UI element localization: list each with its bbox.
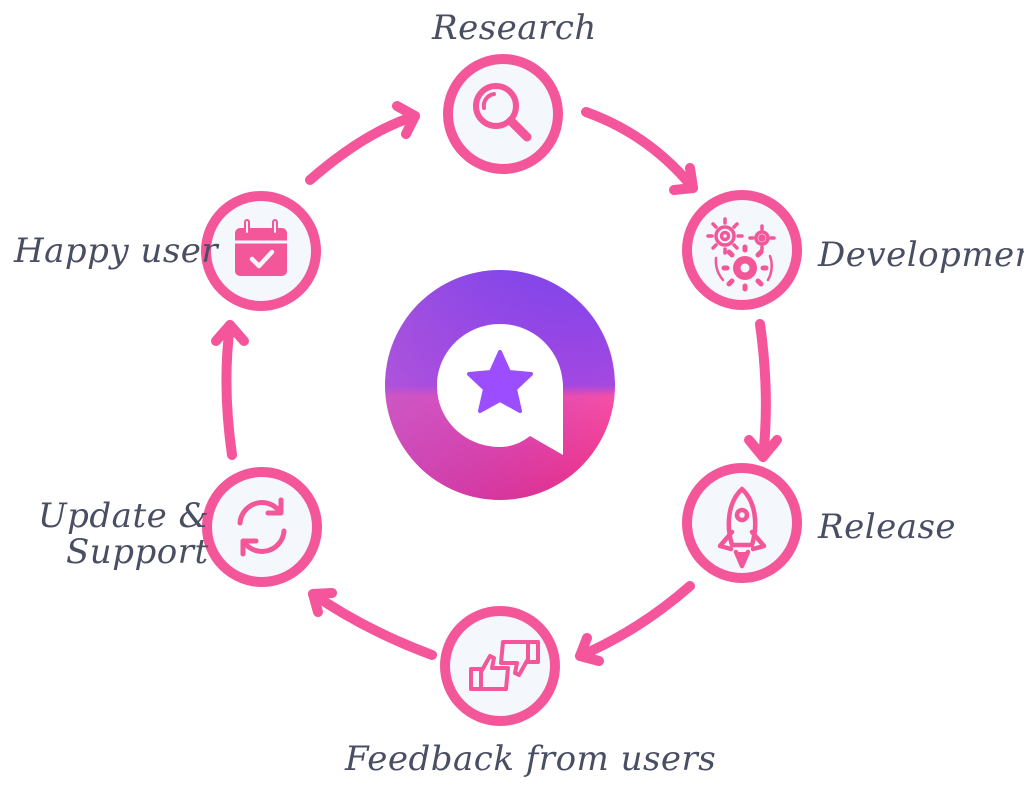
arrow-happy-to-research [305, 101, 420, 185]
node-happy-user [201, 191, 321, 311]
node-feedback [440, 606, 560, 726]
gears-icon [706, 217, 776, 292]
label-research: Research [432, 8, 597, 48]
label-release: Release [818, 507, 957, 547]
refresh-icon [237, 497, 287, 557]
arrow-feedback-to-update [308, 588, 437, 660]
label-happy-user: Happy user [14, 231, 219, 271]
calendar-check-icon [235, 219, 287, 276]
label-development: Development [818, 235, 1024, 275]
arrow-release-to-feedback [575, 581, 695, 666]
arrow-research-to-development [581, 107, 698, 195]
label-update-line2: Support [66, 532, 209, 572]
thumbs-up-down-icon [469, 640, 540, 691]
cycle-arrows [211, 101, 782, 666]
node-release [682, 463, 802, 583]
star-icon [467, 350, 533, 413]
center-logo [385, 270, 615, 500]
node-research [443, 54, 563, 174]
label-feedback-from-users: Feedback from users [345, 739, 717, 779]
node-development [682, 190, 802, 310]
label-update-line1: Update & [38, 496, 210, 536]
magnifier-icon [473, 83, 532, 142]
rocket-icon [717, 486, 767, 569]
arrow-development-to-release [744, 319, 782, 462]
node-update-support [202, 467, 322, 587]
arrow-update-to-happy [211, 320, 249, 460]
label-update-support: Update & Support [38, 498, 209, 570]
